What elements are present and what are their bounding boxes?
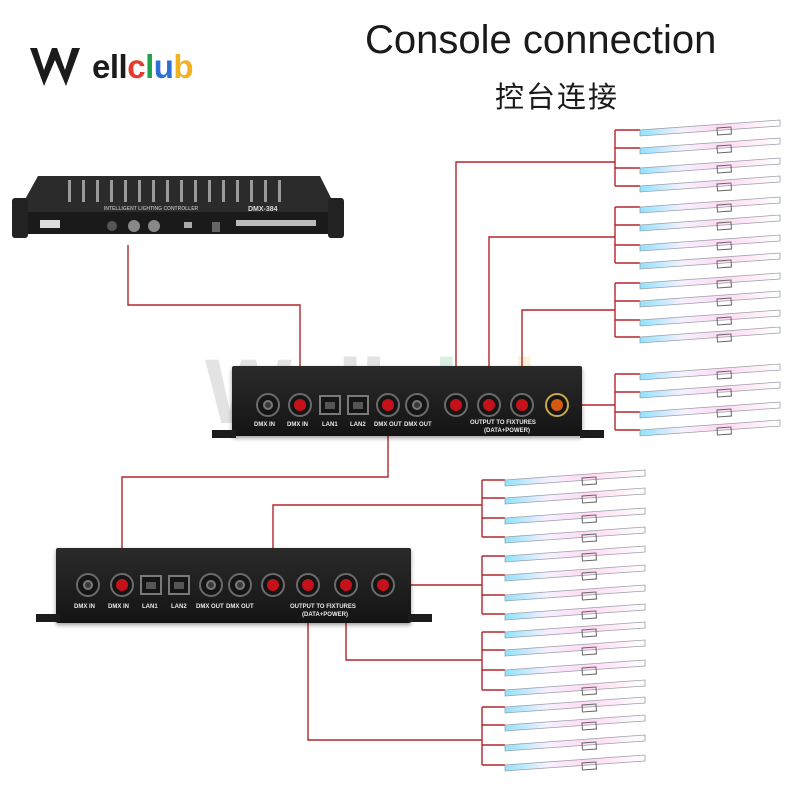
bottom-label-output: OUTPUT TO FIXTURES xyxy=(290,604,356,610)
led-fixture-bar xyxy=(639,234,781,252)
led-fixture-bar xyxy=(504,469,646,487)
led-fixture-bar xyxy=(639,309,781,327)
led-fixture-bar xyxy=(639,401,781,419)
top-label-dmx-in-2: DMX IN xyxy=(287,422,308,428)
led-fixture-bar xyxy=(639,326,781,344)
console-panel-text: INTELLIGENT LIGHTING CONTROLLER xyxy=(104,206,199,212)
bottom-dmx-in-port-1[interactable] xyxy=(76,573,100,597)
top-label-dmx-out-2: DMX OUT xyxy=(404,422,432,428)
logo-letter-b: b xyxy=(173,48,194,85)
bottom-output-port-1[interactable] xyxy=(261,573,285,597)
led-fixture-bar xyxy=(639,137,781,155)
top-output-port-3[interactable] xyxy=(510,393,534,417)
led-fixture-bar xyxy=(639,252,781,270)
led-fixture-bar xyxy=(504,696,646,714)
splitter-top-foot-left xyxy=(212,430,236,438)
bottom-label-lan2: LAN2 xyxy=(171,604,187,610)
led-fixture-bar xyxy=(639,157,781,175)
led-fixture-bar xyxy=(504,621,646,639)
logo-w-mark xyxy=(30,48,80,86)
top-label-output-sub: (DATA+POWER) xyxy=(484,428,530,434)
dmx-console: DMX-384 INTELLIGENT LIGHTING CONTROLLER xyxy=(8,172,348,258)
logo-wordmark: ellclub xyxy=(92,48,194,86)
led-fixture-bar xyxy=(504,545,646,563)
led-fixture-bar xyxy=(504,754,646,772)
led-fixture-bar xyxy=(504,564,646,582)
bottom-lan2-port[interactable] xyxy=(168,575,190,595)
bottom-dmx-out-port-1[interactable] xyxy=(199,573,223,597)
top-label-lan1: LAN1 xyxy=(322,422,338,428)
bottom-output-port-2[interactable] xyxy=(296,573,320,597)
bottom-label-output-sub: (DATA+POWER) xyxy=(302,612,348,618)
led-fixture-bar xyxy=(639,119,781,137)
top-label-dmx-out-1: DMX OUT xyxy=(374,422,402,428)
logo-letter-l2: l xyxy=(118,48,128,85)
bottom-label-dmx-out-1: DMX OUT xyxy=(196,604,224,610)
led-fixture-bar xyxy=(504,734,646,752)
led-fixture-bar xyxy=(504,639,646,657)
led-fixture-bar xyxy=(504,584,646,602)
top-dmx-out-port-2[interactable] xyxy=(405,393,429,417)
top-lan2-port[interactable] xyxy=(347,395,369,415)
led-fixture-bar xyxy=(504,603,646,621)
bottom-label-dmx-in-2: DMX IN xyxy=(108,604,129,610)
led-fixture-bar xyxy=(639,381,781,399)
logo-letter-l3: l xyxy=(145,48,154,85)
fixture-bars-bottom xyxy=(504,469,646,772)
bottom-label-lan1: LAN1 xyxy=(142,604,158,610)
bottom-dmx-out-port-2[interactable] xyxy=(228,573,252,597)
top-dmx-in-port-2[interactable] xyxy=(288,393,312,417)
page-title: Console connection xyxy=(365,18,717,62)
top-dmx-out-port-1[interactable] xyxy=(376,393,400,417)
page-subtitle: 控台连接 xyxy=(495,80,620,114)
led-fixture-bar xyxy=(639,196,781,214)
led-fixture-bar xyxy=(639,363,781,381)
led-fixture-bar xyxy=(504,659,646,677)
top-dmx-in-port-1[interactable] xyxy=(256,393,280,417)
top-output-port-4[interactable] xyxy=(545,393,569,417)
bottom-output-port-4[interactable] xyxy=(371,573,395,597)
logo-letter-c: c xyxy=(127,48,146,85)
led-fixture-bar xyxy=(639,419,781,437)
logo-letter-e: e xyxy=(92,48,110,85)
top-label-lan2: LAN2 xyxy=(350,422,366,428)
led-fixture-bar xyxy=(639,290,781,308)
led-fixture-bar xyxy=(504,507,646,525)
top-output-port-1[interactable] xyxy=(444,393,468,417)
led-fixture-bar xyxy=(504,487,646,505)
splitter-bottom-foot-right xyxy=(408,614,432,622)
bottom-output-port-3[interactable] xyxy=(334,573,358,597)
led-fixture-bar xyxy=(504,679,646,697)
console-model-label: DMX-384 xyxy=(248,206,278,213)
top-lan1-port[interactable] xyxy=(319,395,341,415)
splitter-top-foot-right xyxy=(580,430,604,438)
led-fixture-bar xyxy=(504,526,646,544)
splitter-bottom-foot-left xyxy=(36,614,60,622)
led-fixture-bar xyxy=(639,272,781,290)
top-label-dmx-in-1: DMX IN xyxy=(254,422,275,428)
bottom-lan1-port[interactable] xyxy=(140,575,162,595)
logo-letter-l1: l xyxy=(109,48,119,85)
top-output-port-2[interactable] xyxy=(477,393,501,417)
bottom-label-dmx-in-1: DMX IN xyxy=(74,604,95,610)
led-fixture-bar xyxy=(504,714,646,732)
led-fixture-bar xyxy=(639,175,781,193)
logo-letter-u: u xyxy=(153,48,174,85)
led-fixture-bar xyxy=(639,214,781,232)
fixture-bars-top xyxy=(639,119,781,437)
top-label-output: OUTPUT TO FIXTURES xyxy=(470,420,536,426)
bottom-label-dmx-out-2: DMX OUT xyxy=(226,604,254,610)
bottom-dmx-in-port-2[interactable] xyxy=(110,573,134,597)
